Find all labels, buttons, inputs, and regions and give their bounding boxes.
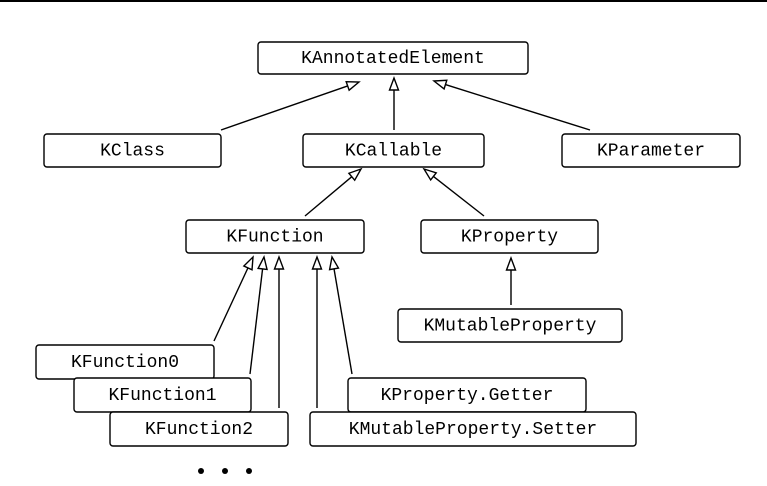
- class-node-box: [420, 219, 599, 254]
- class-node-label: KMutableProperty: [424, 317, 597, 337]
- class-node-kproperty-getter: KProperty.Getter: [347, 377, 587, 413]
- inheritance-edges: [213, 76, 591, 408]
- class-node-kmutableproperty-setter: KMutableProperty.Setter: [309, 411, 637, 447]
- class-node-kcallable: KCallable: [302, 133, 485, 168]
- inheritance-arrowhead: [432, 79, 448, 91]
- inheritance-arrowhead: [505, 256, 517, 271]
- class-node-label: KFunction1: [108, 386, 216, 406]
- class-node-label: KFunction2: [145, 420, 253, 440]
- edge-kfunction0-to-kfunction: [213, 255, 254, 342]
- inheritance-arrowhead: [242, 255, 254, 271]
- edge-kproperty-to-kcallable: [422, 167, 485, 217]
- class-node-label: KFunction: [226, 228, 323, 248]
- class-node-box: [561, 133, 741, 168]
- class-node-kproperty: KProperty: [420, 219, 599, 254]
- class-node-label: KClass: [100, 142, 165, 162]
- class-node-box: [397, 308, 623, 343]
- class-node-box: [309, 411, 637, 447]
- class-node-kfunction1: KFunction1: [73, 377, 252, 413]
- class-node-box: [185, 219, 365, 254]
- class-node-kfunction2: KFunction2: [109, 411, 289, 447]
- inheritance-arrowhead: [311, 255, 323, 270]
- edge-kclass-to-kannotatedelement: [220, 80, 361, 131]
- class-node-label: KCallable: [345, 142, 442, 162]
- class-node-kclass: KClass: [43, 133, 222, 168]
- class-node-box: [43, 133, 222, 168]
- class-node-kannotatedelement: KAnnotatedElement: [257, 41, 529, 75]
- class-node-kfunction0: KFunction0: [35, 344, 215, 380]
- class-node-kparameter: KParameter: [561, 133, 741, 168]
- class-node-label: KParameter: [597, 142, 705, 162]
- edge-kparameter-to-kannotatedelement: [432, 79, 591, 131]
- inheritance-arrowhead: [422, 167, 438, 182]
- class-node-label: KMutableProperty.Setter: [349, 420, 597, 440]
- inheritance-arrowhead: [347, 167, 363, 182]
- class-node-label: KAnnotatedElement: [301, 49, 485, 69]
- edge-kmutableproperty-setter-to-kfunction: [311, 255, 323, 408]
- class-node-kmutableproperty: KMutableProperty: [397, 308, 623, 343]
- class-node-label: KProperty.Getter: [381, 386, 554, 406]
- class-node-label: KFunction0: [71, 353, 179, 373]
- inheritance-arrowhead: [257, 255, 268, 271]
- inheritance-arrowhead: [328, 255, 340, 271]
- edge-kcallable-to-kannotatedelement: [388, 76, 400, 130]
- class-node-kfunction: KFunction: [185, 219, 365, 254]
- edge-kproperty-getter-to-kfunction: [328, 255, 353, 375]
- edge-kfunction2-to-kfunction: [273, 255, 285, 408]
- inheritance-arrowhead: [273, 255, 285, 270]
- edge-kmutableproperty-to-kproperty: [505, 256, 517, 305]
- inheritance-arrowhead: [345, 80, 361, 92]
- top-border-line: [0, 0, 767, 2]
- more-indicator: [198, 468, 252, 474]
- edge-kfunction-to-kcallable: [304, 167, 363, 217]
- inheritance-arrowhead: [388, 76, 400, 91]
- class-node-box: [257, 41, 529, 75]
- class-node-box: [302, 133, 485, 168]
- edge-kfunction1-to-kfunction: [249, 255, 268, 375]
- class-node-box: [109, 411, 289, 447]
- class-node-label: KProperty: [461, 228, 558, 248]
